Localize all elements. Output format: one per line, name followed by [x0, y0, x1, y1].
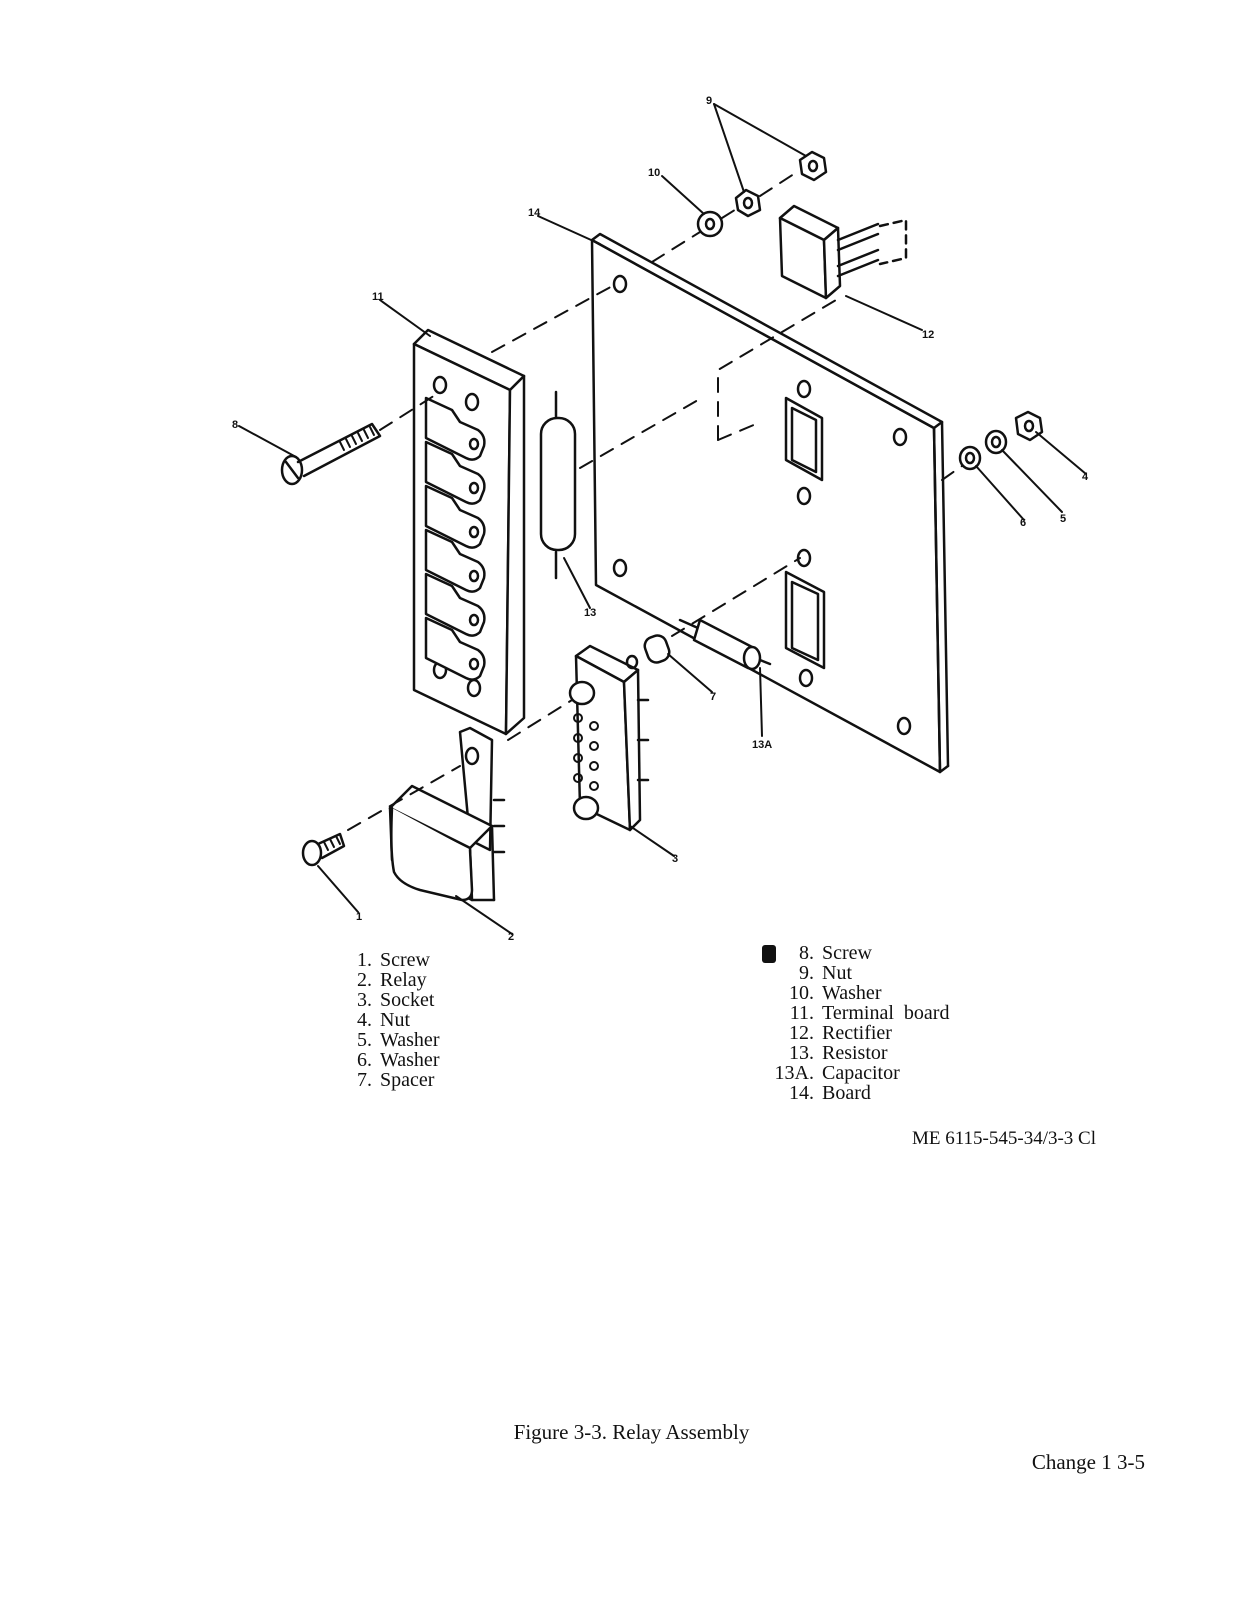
- washer-5-part: [984, 429, 1008, 455]
- legend-item-label: Screw: [380, 949, 430, 971]
- terminal-lug-hole: [468, 525, 480, 539]
- terminal-board-part: [412, 328, 526, 736]
- legend-item-number: 12.: [789, 1022, 814, 1044]
- legend-left-item: 7. Spacer: [352, 1070, 439, 1090]
- legend-item-number: 1.: [357, 949, 372, 971]
- figure-code: ME 6115-545-34/3-3 Cl: [912, 1128, 1097, 1149]
- legend-item-label: Board: [822, 1082, 871, 1104]
- legend-item-number: 10.: [789, 982, 814, 1004]
- legend-item-number: 7.: [357, 1069, 372, 1091]
- callout-13a: 13A: [752, 739, 772, 751]
- legend-left-item: 5. Washer: [352, 1030, 439, 1050]
- legend-item-label: Relay: [380, 969, 427, 991]
- terminal-lug-hole: [468, 569, 480, 583]
- change-marker-icon: [762, 945, 776, 963]
- relay-part: [388, 726, 506, 902]
- screw-8-part: [280, 422, 382, 486]
- alignment-lines: [347, 169, 963, 831]
- legend-item-number: 2.: [357, 969, 372, 991]
- legend-item-label: Nut: [380, 1009, 410, 1031]
- legend-left-item: 4. Nut: [352, 1010, 439, 1030]
- nut-9-part: [734, 150, 828, 218]
- callout-8: 8: [232, 419, 238, 431]
- washer-10-part: [696, 210, 724, 238]
- legend-item-number: 13A.: [774, 1062, 814, 1084]
- legend-right-item: 13. Resistor: [770, 1043, 949, 1063]
- page-number: Change 1 3-5: [1031, 1450, 1145, 1474]
- figure-caption: Figure 3-3. Relay Assembly: [513, 1420, 750, 1444]
- parts-legend-left: 1. Screw 2. Relay 3. Socket 4. Nut 5. Washer 6. Was…: [352, 950, 439, 1090]
- legend-item-number: 3.: [357, 989, 372, 1011]
- legend-item-label: Capacitor: [822, 1062, 900, 1084]
- rectifier-part: [778, 204, 908, 300]
- callout-10: 10: [648, 167, 660, 179]
- callout-3: 3: [672, 853, 678, 865]
- callout-4: 4: [1082, 471, 1089, 483]
- screw-1-part: [301, 832, 346, 867]
- legend-item-number: 6.: [357, 1049, 372, 1071]
- callout-1: 1: [356, 911, 362, 923]
- legend-left-item: 6. Washer: [352, 1050, 439, 1070]
- legend-item-label: Screw: [822, 942, 872, 964]
- callout-13: 13: [584, 607, 596, 619]
- callout-2: 2: [508, 931, 514, 943]
- spacer-part: [643, 634, 671, 664]
- terminal-lug-hole: [468, 437, 480, 451]
- terminal-lug-hole: [468, 657, 480, 671]
- legend-item-number: 13.: [789, 1042, 814, 1064]
- washer-6-part: [958, 445, 982, 471]
- terminal-lug-hole: [468, 481, 480, 495]
- relay-assembly-exploded-diagram: 1 2 3 4 5 6 7 8 9 10 11 12 13 13A 14: [232, 95, 1089, 943]
- terminal-lug-hole: [468, 613, 480, 627]
- legend-left-item: 2. Relay: [352, 970, 439, 990]
- legend-item-label: Terminal board: [822, 1002, 950, 1024]
- legend-item-number: 11.: [789, 1002, 814, 1024]
- callout-9: 9: [706, 95, 712, 107]
- legend-item-number: 8.: [799, 942, 814, 964]
- legend-item-number: 14.: [789, 1082, 814, 1104]
- callout-5: 5: [1060, 513, 1066, 525]
- callout-12: 12: [922, 329, 934, 341]
- legend-right-item: 13A. Capacitor: [762, 945, 949, 1084]
- callout-14: 14: [528, 207, 541, 219]
- resistor-part: [539, 390, 577, 580]
- leader-lines: [238, 103, 1087, 935]
- legend-item-number: 9.: [799, 962, 814, 984]
- legend-item-label: Spacer: [380, 1069, 435, 1091]
- legend-right-item: 11. Terminal board: [770, 1002, 950, 1024]
- legend-item-label: Rectifier: [822, 1022, 892, 1044]
- legend-right-item: 10. Washer: [770, 983, 949, 1003]
- board-part: [590, 232, 950, 774]
- legend-right-item: 12. Rectifier: [770, 1023, 949, 1043]
- legend-right-item: 9. Nut: [770, 963, 949, 983]
- legend-item-label: Resistor: [822, 1042, 888, 1064]
- legend-right-item: 14. Board: [770, 1083, 949, 1103]
- nut-4-part: [1014, 410, 1044, 442]
- legend-left-item: 3. Socket: [352, 990, 439, 1010]
- callout-11: 11: [372, 291, 384, 303]
- legend-item-label: Washer: [380, 1049, 440, 1071]
- callout-6: 6: [1020, 517, 1026, 529]
- legend-item-label: Washer: [380, 1029, 440, 1051]
- callout-7: 7: [710, 691, 716, 703]
- capacitor-part: [678, 618, 772, 671]
- legend-item-number: 5.: [357, 1029, 372, 1051]
- socket-part: [568, 644, 650, 832]
- legend-item-label: Washer: [822, 982, 882, 1004]
- legend-left-item: 1. Screw: [352, 950, 439, 970]
- legend-item-label: Socket: [380, 989, 435, 1011]
- legend-item-number: 4.: [357, 1009, 372, 1031]
- legend-right-item: 8. Screw: [770, 943, 949, 963]
- legend-item-label: Nut: [822, 962, 852, 984]
